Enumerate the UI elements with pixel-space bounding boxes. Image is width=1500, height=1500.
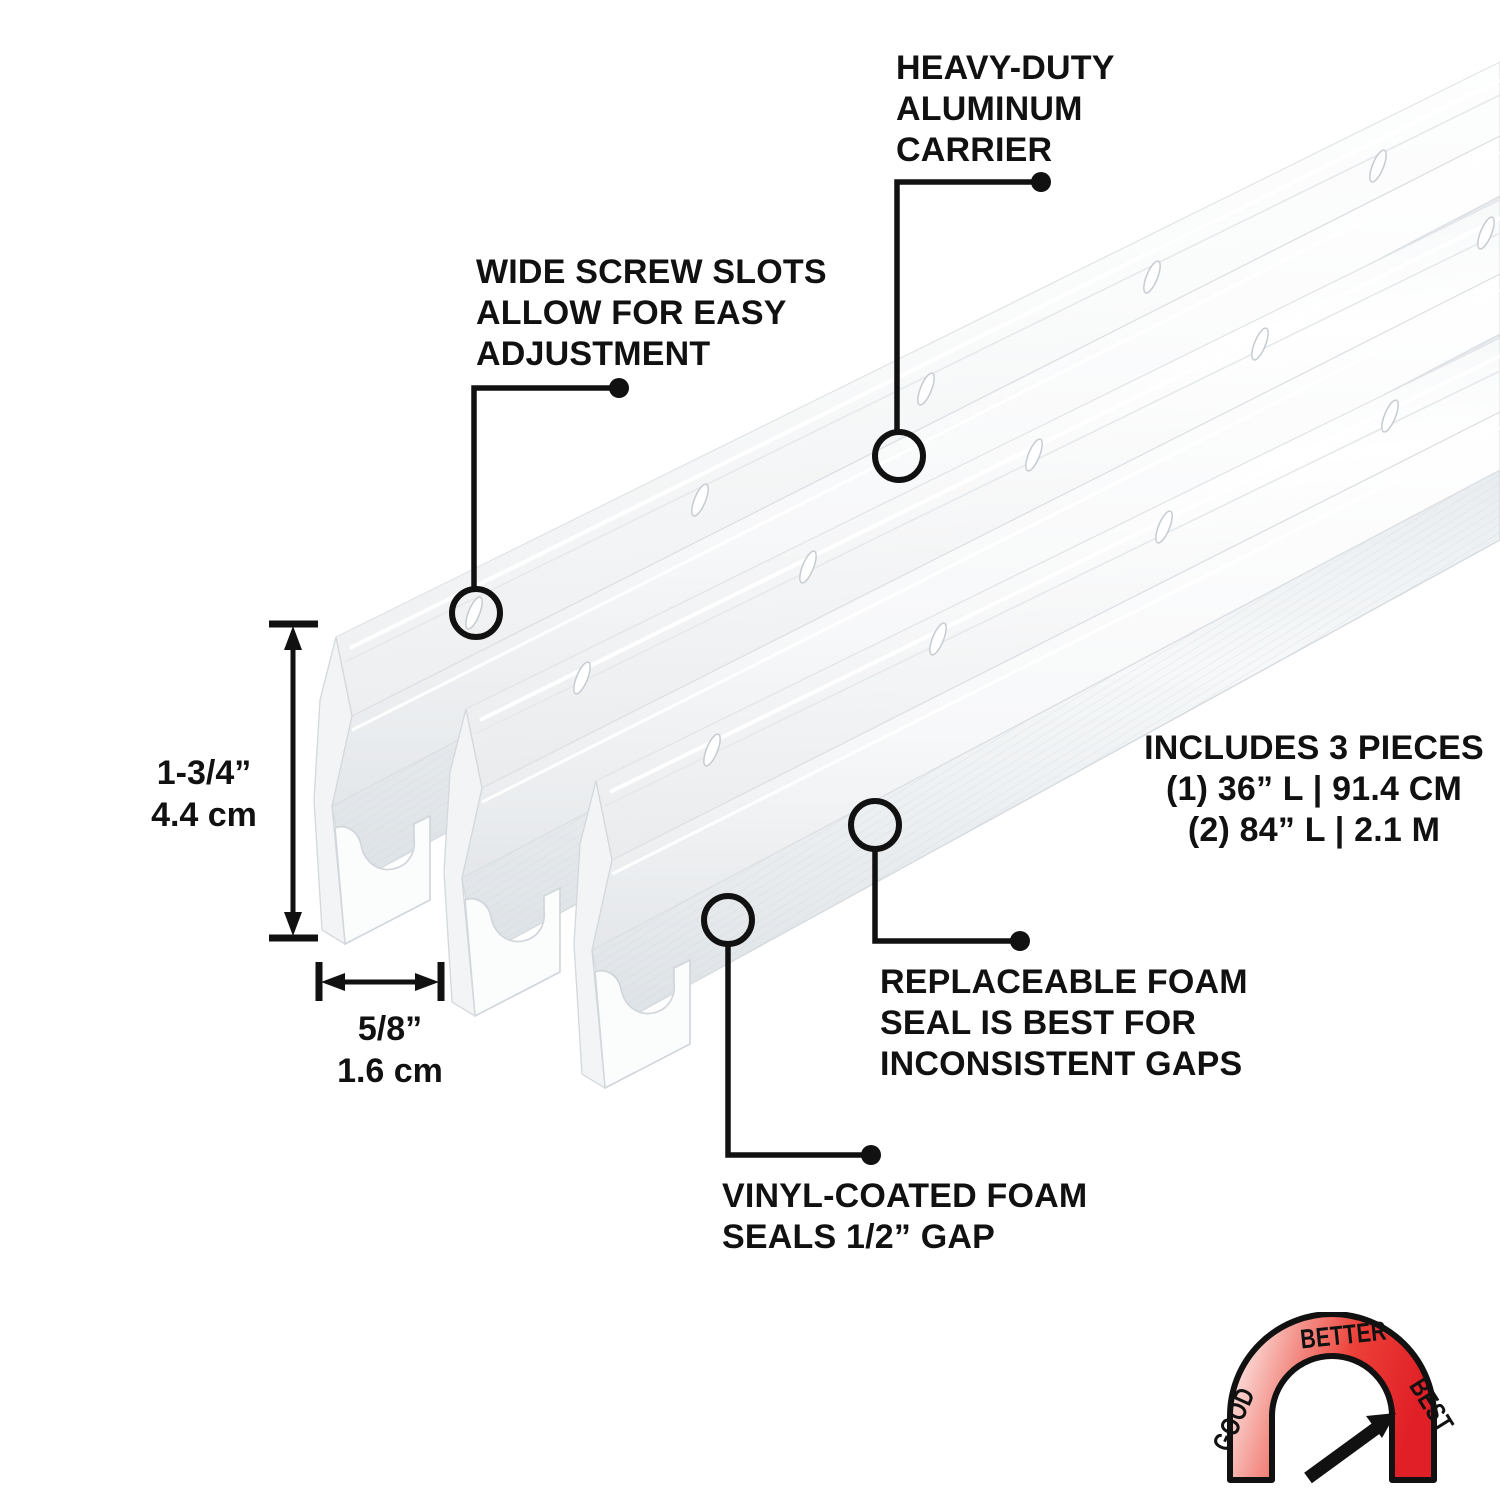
leader-heavy-duty-aluminum-carrier <box>872 172 1051 483</box>
leader-wide-screw-slots <box>449 378 629 640</box>
leader-vinyl-coated-foam <box>701 893 881 1165</box>
gauge-meter-icon <box>1227 1311 1437 1484</box>
dimension-height <box>269 620 318 942</box>
leader-replaceable-foam-seal <box>848 798 1030 951</box>
good-better-best-badge: GOOD BETTER BEST <box>1196 1311 1468 1488</box>
sweep-piece-3 <box>573 337 1500 1090</box>
callout-replaceable-foam-seal: REPLACEABLE FOAM SEAL IS BEST FOR INCONS… <box>880 963 1248 1083</box>
dimension-width <box>315 962 445 1001</box>
callout-wide-screw-slots: WIDE SCREW SLOTS ALLOW FOR EASY ADJUSTME… <box>476 253 827 373</box>
screw-slot <box>573 216 1495 695</box>
dimension-height-label: 1-3/4” 4.4 cm <box>151 754 257 834</box>
gauge-needle <box>1304 1413 1396 1484</box>
screw-slot <box>465 149 1387 630</box>
screw-slot <box>703 399 1399 767</box>
gauge-arc <box>1227 1311 1437 1483</box>
callout-vinyl-coated-foam: VINYL-COATED FOAM SEALS 1/2” GAP <box>722 1177 1088 1256</box>
callout-heavy-duty-aluminum-carrier: HEAVY-DUTY ALUMINUM CARRIER <box>896 49 1115 169</box>
dimension-width-label: 5/8” 1.6 cm <box>337 1010 443 1090</box>
callout-includes-3-pieces: INCLUDES 3 PIECES (1) 36” L | 91.4 cm (2… <box>1144 729 1484 849</box>
